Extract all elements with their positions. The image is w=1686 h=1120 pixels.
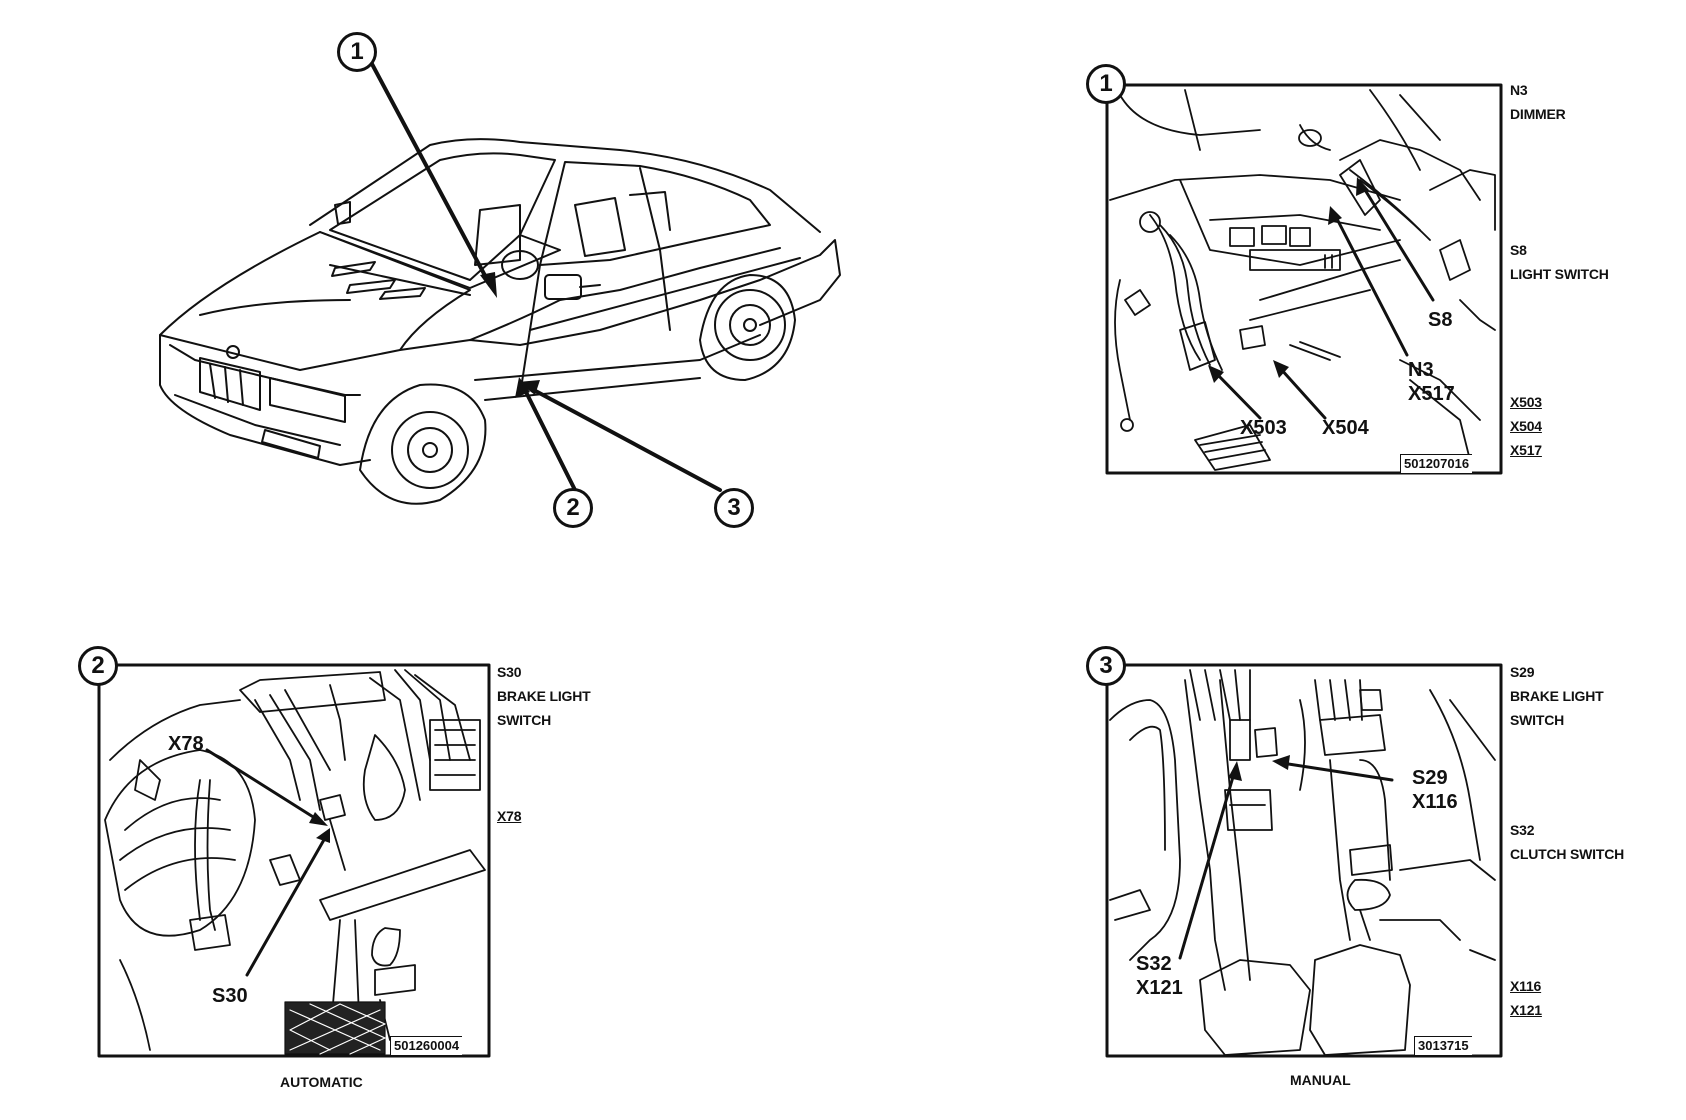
panel2-legend-name-line1: BRAKE LIGHT — [497, 688, 591, 704]
panel1-label-x517: X517 — [1408, 383, 1455, 405]
callout-1: 1 — [337, 32, 377, 72]
panel2-frame — [97, 663, 491, 1058]
panel2-legend-connector: X78 — [497, 808, 522, 824]
panel2-legend-code: S30 — [497, 664, 522, 680]
panel3-legend-s29-code: S29 — [1510, 664, 1535, 680]
car-illustration — [159, 138, 841, 505]
panel3-figure-id: 3013715 — [1414, 1036, 1472, 1055]
callout-leaders — [370, 62, 722, 498]
panel1-legend-s8-code: S8 — [1510, 242, 1527, 258]
panel2-artwork — [104, 669, 486, 1051]
panel3-artwork — [1109, 669, 1496, 1056]
panel3-legend-connector: X121 — [1510, 1002, 1542, 1018]
panel2-figure-id: 501260004 — [390, 1036, 463, 1055]
panel2-label-s30: S30 — [212, 985, 248, 1007]
panel1-legend-n3-name: DIMMER — [1510, 106, 1566, 122]
callout-3: 3 — [714, 488, 754, 528]
panel3-label-x121: X121 — [1136, 977, 1183, 999]
panel1-legend-s8-name: LIGHT SWITCH — [1510, 266, 1609, 282]
panel1-legend-connector: X503 — [1510, 394, 1542, 410]
panel2-legend-name-line2: SWITCH — [497, 712, 552, 728]
panel3-legend-s29-name-line2: SWITCH — [1510, 712, 1565, 728]
panel2-pedal — [284, 1001, 386, 1055]
panel2-caption: AUTOMATIC — [280, 1074, 363, 1090]
panel3-legend-s29-name-line1: BRAKE LIGHT — [1510, 688, 1604, 704]
panel1-figure-id: 501207016 — [1400, 454, 1473, 473]
panel3-label-x116: X116 — [1412, 791, 1458, 813]
panel3-legend-connector: X116 — [1510, 978, 1542, 994]
panel3-label-s29: S29 — [1412, 767, 1448, 789]
panel1-frame — [1105, 83, 1503, 475]
panel1-label-n3: N3 — [1408, 359, 1434, 381]
panel3-number: 3 — [1086, 646, 1126, 686]
panel1-legend-n3-code: N3 — [1510, 82, 1528, 98]
callout-2: 2 — [553, 488, 593, 528]
panel3-caption: MANUAL — [1290, 1072, 1351, 1088]
panel1-label-x504: X504 — [1322, 417, 1369, 439]
panel2-number: 2 — [78, 646, 118, 686]
panel2-label-x78: X78 — [168, 733, 204, 755]
panel3-legend-s32-code: S32 — [1510, 822, 1535, 838]
panel1-label-s8: S8 — [1428, 309, 1453, 331]
panel1-number: 1 — [1086, 64, 1126, 104]
panel1-artwork — [1109, 89, 1496, 471]
panel3-label-s32: S32 — [1136, 953, 1172, 975]
panel1-label-x503: X503 — [1240, 417, 1287, 439]
panel3-frame — [1105, 663, 1503, 1058]
panel1-legend-connector: X504 — [1510, 418, 1542, 434]
panel3-legend-s32-name: CLUTCH SWITCH — [1510, 846, 1625, 862]
panel1-legend-connector: X517 — [1510, 442, 1542, 458]
